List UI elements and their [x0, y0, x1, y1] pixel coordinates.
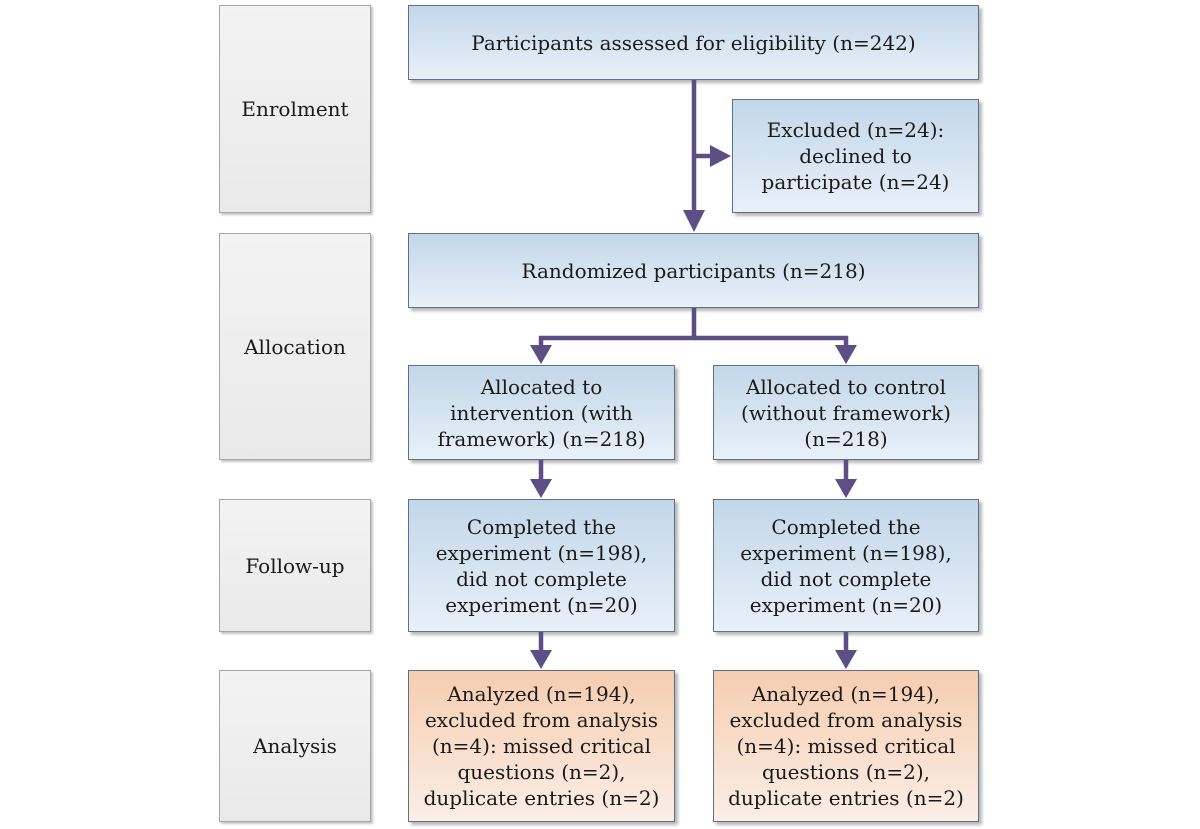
arrow-randomized-split-right [694, 335, 849, 348]
stage-enrolment-label: Enrolment [241, 97, 349, 121]
arrowhead-intervention [530, 345, 552, 364]
followup-control-text: Completed the experiment (n=198), did no… [740, 514, 952, 617]
stage-analysis-label: Analysis [253, 734, 337, 758]
arrowhead-analysis-left [530, 650, 552, 669]
control-box: Allocated to control (without framework)… [713, 365, 979, 460]
excluded-text: Excluded (n=24): declined to participate… [761, 118, 950, 194]
stage-follow-up: Follow-up [219, 499, 371, 632]
arrowhead-analysis-right [835, 650, 857, 669]
assessed-box: Participants assessed for eligibility (n… [408, 5, 979, 80]
assessed-text: Participants assessed for eligibility (n… [471, 30, 916, 55]
analysis-control-box: Analyzed (n=194), excluded from analysis… [713, 670, 979, 822]
stage-follow-up-label: Follow-up [245, 553, 345, 578]
followup-control-box: Completed the experiment (n=198), did no… [713, 499, 979, 632]
stage-allocation-label: Allocation [244, 334, 346, 359]
excluded-box: Excluded (n=24): declined to participate… [732, 99, 979, 213]
followup-intervention-box: Completed the experiment (n=198), did no… [408, 499, 675, 632]
analysis-intervention-box: Analyzed (n=194), excluded from analysis… [408, 670, 675, 822]
stage-allocation: Allocation [219, 233, 371, 460]
followup-intervention-text: Completed the experiment (n=198), did no… [435, 514, 648, 617]
intervention-box: Allocated to intervention (with framewor… [408, 365, 675, 460]
randomized-box: Randomized participants (n=218) [408, 233, 979, 308]
stage-enrolment: Enrolment [219, 5, 371, 213]
intervention-text: Allocated to intervention (with framewor… [437, 374, 646, 451]
arrowhead-excluded [710, 145, 731, 167]
stage-analysis: Analysis [219, 670, 371, 822]
analysis-control-text: Analyzed (n=194), excluded from analysis… [728, 682, 964, 810]
arrowhead-followup-right [835, 479, 857, 498]
control-text: Allocated to control (without framework)… [741, 374, 951, 451]
analysis-intervention-text: Analyzed (n=194), excluded from analysis… [423, 682, 660, 810]
randomized-text: Randomized participants (n=218) [521, 258, 866, 283]
arrowhead-randomized [683, 210, 705, 232]
arrowhead-followup-left [530, 479, 552, 498]
arrow-randomized-split [538, 308, 697, 348]
arrowhead-control [835, 345, 857, 364]
